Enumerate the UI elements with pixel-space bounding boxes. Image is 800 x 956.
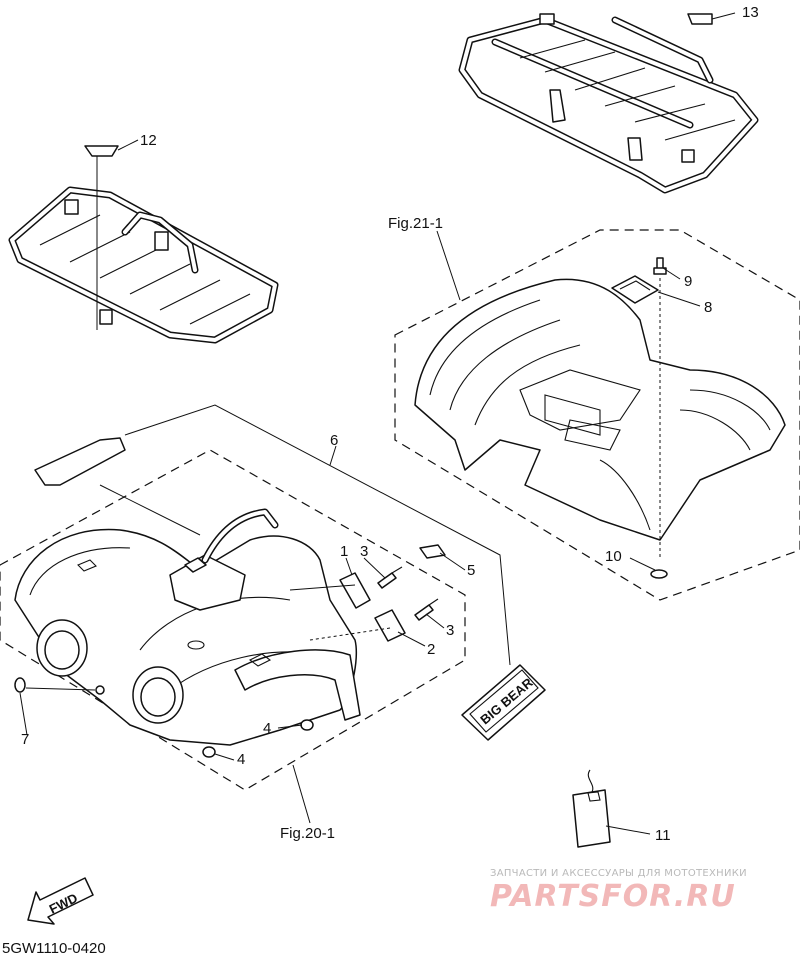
label-plate-13 <box>687 13 713 25</box>
front-assembly-frame <box>124 404 511 666</box>
callout-3a: 3 <box>360 543 368 560</box>
callout-2: 2 <box>427 641 435 658</box>
washer-4a <box>300 719 314 731</box>
label-5 <box>419 544 446 559</box>
callout-13: 13 <box>742 4 759 21</box>
leader-lines <box>19 12 736 835</box>
watermark-tagline: ЗАПЧАСТИ И АКСЕССУАРЫ ДЛЯ МОТОТЕХНИКИ <box>490 868 747 879</box>
callout-9: 9 <box>684 273 692 290</box>
rear-bolt <box>653 257 667 275</box>
fig-ref-rear: Fig.21-1 <box>388 215 443 232</box>
rear-fender <box>414 278 786 541</box>
fig-ref-front: Fig.20-1 <box>280 825 335 842</box>
screw-3a <box>377 566 403 589</box>
callout-10: 10 <box>605 548 622 565</box>
callout-3b: 3 <box>446 622 454 639</box>
callout-4b: 4 <box>237 751 245 768</box>
callout-8: 8 <box>704 299 712 316</box>
callout-1: 1 <box>340 543 348 560</box>
callout-12: 12 <box>140 132 157 149</box>
tag-11 <box>572 769 611 848</box>
callout-11: 11 <box>655 827 671 844</box>
label-plate-12 <box>84 145 119 157</box>
callout-6: 6 <box>330 432 338 449</box>
rear-carrier <box>458 13 759 194</box>
callout-5: 5 <box>467 562 475 579</box>
callout-7: 7 <box>21 731 29 748</box>
rear-plate <box>611 275 659 304</box>
plate-2 <box>374 609 406 642</box>
fwd-arrow-icon: FWD <box>27 877 94 925</box>
rear-fender-boundary <box>394 229 800 601</box>
grommet-7 <box>14 677 26 693</box>
screw-3b <box>414 598 439 621</box>
callout-4a: 4 <box>263 720 271 737</box>
grommet-10 <box>650 569 668 579</box>
front-cover <box>34 437 126 486</box>
drawing-code: 5GW1110-0420 <box>2 940 106 956</box>
front-fender <box>14 508 361 746</box>
watermark-logo: PARTSFOR.RU <box>490 879 736 914</box>
emblem-decal: BIG BEAR <box>461 664 546 741</box>
washer-4b <box>202 746 216 758</box>
plate-1 <box>339 572 371 609</box>
front-carrier <box>8 186 279 344</box>
